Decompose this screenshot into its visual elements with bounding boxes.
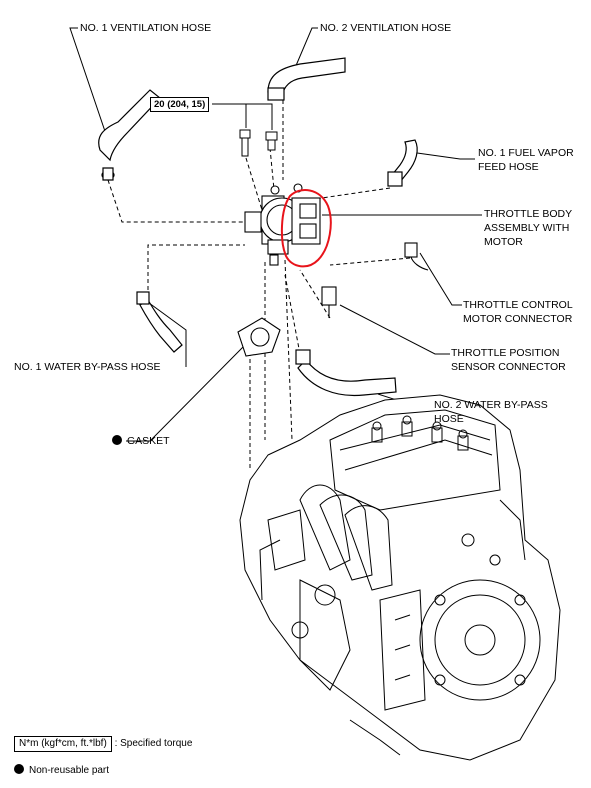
label-throttle-position-connector-1: THROTTLE POSITION xyxy=(451,347,560,359)
label-throttle-position-connector-2: SENSOR CONNECTOR xyxy=(451,361,566,373)
non-reusable-legend-dot-icon xyxy=(14,764,24,774)
gasket-text: GASKET xyxy=(127,435,170,447)
label-throttle-body-2: ASSEMBLY WITH xyxy=(484,222,570,234)
gasket-drawing xyxy=(237,317,281,357)
label-no1-ventilation-hose: NO. 1 VENTILATION HOSE xyxy=(80,22,212,34)
fuel-vapor-hose-drawing xyxy=(387,139,418,187)
no2-ventilation-hose-drawing xyxy=(267,57,346,101)
throttle-position-connector-drawing xyxy=(321,286,337,318)
label-no2-ventilation-hose: NO. 2 VENTILATION HOSE xyxy=(320,22,452,34)
legend-non-reusable-text: Non-reusable part xyxy=(29,765,110,776)
label-no2-water-bypass-hose-2: HOSE xyxy=(434,413,464,425)
label-throttle-body-3: MOTOR xyxy=(484,236,523,248)
label-no2-water-bypass-hose-1: NO. 2 WATER BY-PASS xyxy=(434,399,548,411)
throttle-control-connector-drawing xyxy=(404,242,429,271)
label-fuel-vapor-hose-2: FEED HOSE xyxy=(478,161,539,173)
engine-drawing xyxy=(239,394,561,761)
legend-torque-unit: N*m (kgf*cm, ft.*lbf) xyxy=(14,736,112,752)
no1-water-bypass-hose-drawing xyxy=(136,291,183,353)
no2-water-bypass-hose-drawing xyxy=(295,349,397,397)
label-gasket: GASKET xyxy=(112,435,170,448)
label-throttle-control-connector-2: MOTOR CONNECTOR xyxy=(463,313,573,325)
legend-non-reusable: Non-reusable part xyxy=(14,764,109,777)
label-fuel-vapor-hose-1: NO. 1 FUEL VAPOR xyxy=(478,147,574,159)
label-no1-water-bypass-hose: NO. 1 WATER BY-PASS HOSE xyxy=(14,361,161,373)
legend-torque-desc: : Specified torque xyxy=(114,738,193,749)
highlight-circle xyxy=(280,189,332,268)
label-throttle-body-1: THROTTLE BODY xyxy=(484,208,573,220)
bolts-drawing xyxy=(239,129,278,157)
torque-spec-box: 20 (204, 15) xyxy=(150,97,210,112)
leader-lines xyxy=(69,27,482,442)
label-throttle-control-connector-1: THROTTLE CONTROL xyxy=(463,299,573,311)
legend-torque: N*m (kgf*cm, ft.*lbf) : Specified torque xyxy=(14,736,192,752)
non-reusable-dot-icon xyxy=(112,435,122,445)
